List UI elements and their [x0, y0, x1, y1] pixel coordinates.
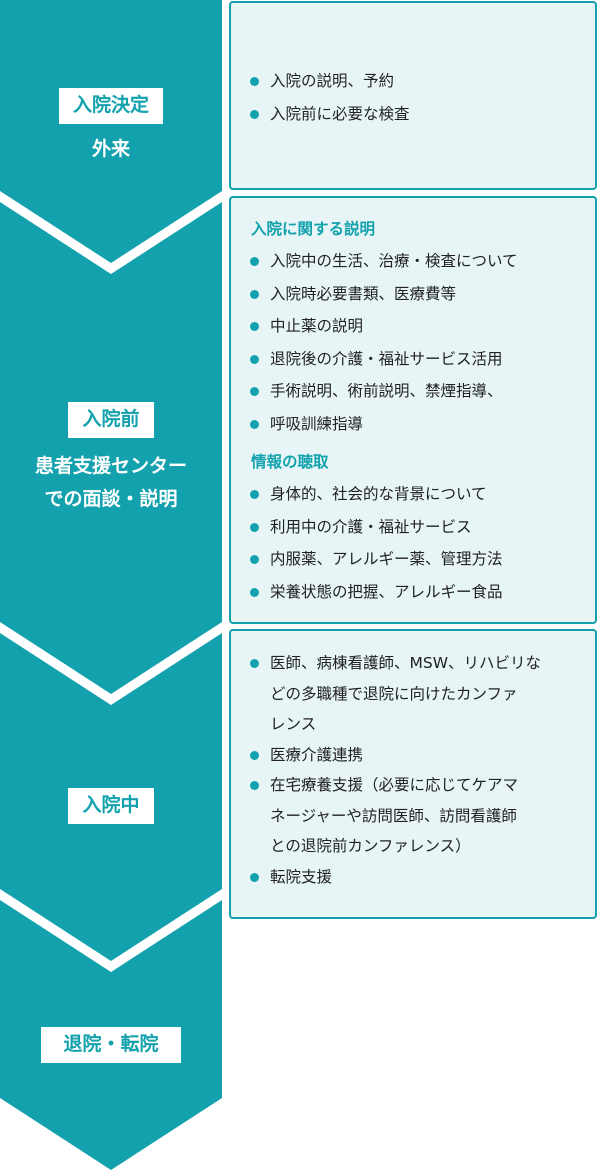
list-item: 入院時必要書類、医療費等 — [231, 278, 595, 311]
list-item: 医師、病棟看護師、MSW、リハビリな どの多職種で退院に向けたカンファ レンス — [231, 648, 595, 740]
list-item-line: ネージャーや訪問医師、訪問看護師 — [270, 806, 517, 825]
stage-during: 入院中 — [0, 788, 222, 824]
stage-sub-before: 患者支援センター での面談・説明 — [0, 450, 222, 516]
stage-sub-before-line-2: での面談・説明 — [44, 487, 178, 510]
list-item: 退院後の介護・福祉サービス活用 — [231, 343, 595, 376]
list-item: 医療介護連携 — [231, 740, 595, 771]
list-item: 入院前に必要な検査 — [231, 98, 595, 131]
list-item: 入院の説明、予約 — [231, 65, 595, 98]
hearing-list: 身体的、社会的な背景について 利用中の介護・福祉サービス 内服薬、アレルギー薬、… — [231, 478, 595, 608]
during-list: 医師、病棟看護師、MSW、リハビリな どの多職種で退院に向けたカンファ レンス … — [231, 648, 595, 892]
list-item-line: との退院前カンファレンス） — [270, 837, 471, 855]
list-item: 在宅療養支援（必要に応じてケアマ ネージャーや訪問医師、訪問看護師 との退院前カ… — [231, 770, 595, 862]
stage-before: 入院前 患者支援センター での面談・説明 — [0, 402, 222, 516]
box-decision: 入院の説明、予約 入院前に必要な検査 — [229, 1, 597, 190]
admission-info-list: 入院中の生活、治療・検査について 入院時必要書類、医療費等 中止薬の説明 退院後… — [231, 245, 595, 440]
list-item: 呼吸訓練指導 — [231, 408, 595, 441]
decision-list: 入院の説明、予約 入院前に必要な検査 — [231, 65, 595, 130]
list-item: 栄養状態の把握、アレルギー食品 — [231, 576, 595, 609]
list-item-line: レンス — [270, 715, 317, 733]
stage-decision: 入院決定 外来 — [0, 88, 222, 164]
list-item-line: 転院支援 — [270, 867, 333, 886]
list-item-line: 在宅療養支援（必要に応じてケアマ — [270, 776, 519, 794]
list-item-line: 医療介護連携 — [270, 745, 364, 764]
list-item: 中止薬の説明 — [231, 310, 595, 343]
list-item: 手術説明、術前説明、禁煙指導、 — [231, 375, 595, 408]
list-item: 内服薬、アレルギー薬、管理方法 — [231, 543, 595, 576]
section-title-hearing: 情報の聴取 — [251, 453, 329, 471]
stage-tag-during: 入院中 — [68, 788, 154, 824]
stage-sub-decision: 外来 — [91, 137, 130, 160]
stage-tag-decision: 入院決定 — [58, 88, 163, 124]
list-item-line: 医師、病棟看護師、MSW、リハビリな — [270, 654, 542, 672]
box-before: 入院に関する説明 入院中の生活、治療・検査について 入院時必要書類、医療費等 中… — [229, 196, 597, 624]
stage-tag-discharge: 退院・転院 — [41, 1027, 181, 1063]
list-item: 利用中の介護・福祉サービス — [231, 511, 595, 544]
list-item: 転院支援 — [231, 862, 595, 893]
box-during: 医師、病棟看護師、MSW、リハビリな どの多職種で退院に向けたカンファ レンス … — [229, 629, 597, 919]
list-item: 入院中の生活、治療・検査について — [231, 245, 595, 278]
list-item-line: どの多職種で退院に向けたカンファ — [270, 684, 518, 703]
list-item: 身体的、社会的な背景について — [231, 478, 595, 511]
stage-discharge: 退院・転院 — [0, 1027, 222, 1063]
stage-sub-before-line-1: 患者支援センター — [34, 454, 187, 477]
flow-arrow-stage-decision — [0, 0, 222, 263]
stage-tag-before: 入院前 — [68, 402, 154, 438]
flow-arrow-stage-before — [0, 202, 222, 694]
section-title-admission-info: 入院に関する説明 — [251, 220, 376, 238]
